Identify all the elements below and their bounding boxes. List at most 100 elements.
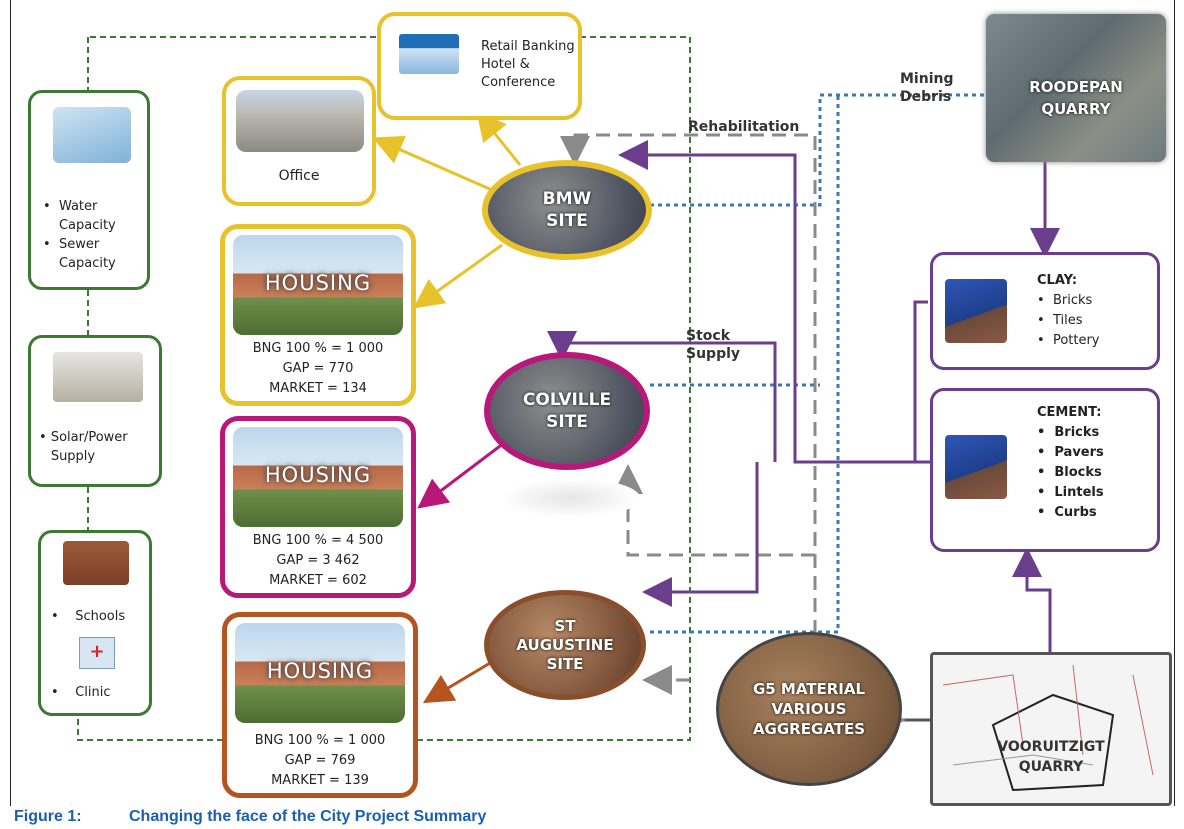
figure-number: Figure 1: [14,808,82,825]
colville-site-label-2: SITE [546,412,588,432]
power-plant-icon [53,352,143,402]
clay-box: CLAY: • Bricks • Tiles • Pottery [930,252,1160,370]
school-icon [63,541,129,585]
housing-staugustine-label: HOUSING [266,659,374,683]
office-box: Office [222,76,376,206]
water-list: • Water Capacity • Sewer Capacity [43,197,127,273]
power-list: • Solar/Power Supply [39,428,151,466]
st-augustine-site: ST AUGUSTINE SITE [484,590,646,700]
figure-frame [10,0,1175,806]
g5-material-label-1: G5 MATERIAL [752,680,866,698]
stock-supply-line-staugustine [642,462,759,607]
schools-item: • Schools [51,609,126,624]
st-augustine-label-2: AUGUSTINE [516,635,614,654]
rehabilitation-label: Rehabilitation [688,119,800,135]
rehabilitation-line [560,133,817,700]
stock-supply-line-colville [547,331,777,462]
housing-bmw-label: HOUSING [264,271,372,295]
bmw-site-label-1: BMW [542,189,592,209]
clinic-item: • Clinic [51,685,111,700]
housing-colville-gap: GAP = 3 462 [276,553,360,568]
bmw-to-retail-arrow [476,110,522,166]
mining-debris-line [650,93,1002,207]
cement-item-lintels: • Lintels [1037,485,1104,500]
retail-box: Retail Banking Hotel & Conference [377,12,582,120]
roodepan-label-1: ROODEPAN [1029,78,1123,96]
st-augustine-label-3: SITE [546,654,584,673]
water-sewer-box: • Water Capacity • Sewer Capacity [28,90,150,290]
housing-bmw-stats: BNG 100 % = 1 000 GAP = 770 MARKET = 134 [225,339,411,399]
vooruitzigt-quarry: VOORUITZIGT QUARRY [930,652,1172,806]
cement-item-bricks: • Bricks [1037,425,1100,440]
g5-material-label-3: AGGREGATES [752,720,866,738]
housing-bmw-bng: BNG 100 % = 1 000 [252,341,384,356]
retail-building-icon [399,34,459,74]
housing-staugustine-bng: BNG 100 % = 1 000 [254,733,386,748]
housing-staugustine-box: HOUSING BNG 100 % = 1 000 GAP = 769 MARK… [222,612,418,798]
housing-bmw-box: HOUSING BNG 100 % = 1 000 GAP = 770 MARK… [220,224,416,406]
housing-colville-market: MARKET = 602 [269,573,367,588]
water-item: • Water Capacity [43,199,116,233]
vooruitzigt-label-1: VOORUITZIGT [997,739,1105,755]
vooruitzigt-map [942,664,1154,792]
colville-site: COLVILLE SITE [484,352,650,470]
bmw-to-housing-arrow [413,243,503,309]
colville-site-label-1: COLVILLE [522,390,612,410]
housing-bmw-market: MARKET = 134 [269,381,367,396]
sewer-item: • Sewer Capacity [43,237,116,271]
cement-box: CEMENT: • Bricks • Pavers • Blocks • Lin… [930,388,1160,552]
retail-label: Retail Banking Hotel & Conference [481,39,575,90]
clay-item-tiles: • Tiles [1037,313,1083,328]
clay-title: CLAY: [1037,273,1078,288]
g5-material-node: G5 MATERIAL VARIOUS AGGREGATES [716,632,902,786]
housing-colville-stats: BNG 100 % = 4 500 GAP = 3 462 MARKET = 6… [225,531,411,591]
power-item: • Solar/Power Supply [39,430,128,464]
mining-debris-label: Mining Debris [900,71,954,105]
housing-colville-label: HOUSING [264,463,372,487]
colville-to-housing-arrow [417,438,509,509]
cement-item-curbs: • Curbs [1037,505,1097,520]
clay-list: CLAY: • Bricks • Tiles • Pottery [1037,271,1100,351]
bmw-to-office-arrow [372,135,493,192]
housing-staugustine-stats: BNG 100 % = 1 000 GAP = 769 MARKET = 139 [227,731,413,791]
g5-material-label-2: VARIOUS [771,700,847,718]
st-augustine-label-1: ST [554,616,576,635]
clinic-icon: + [79,637,115,669]
stock-supply-line [618,140,915,464]
water-icon [53,107,131,163]
colville-site-shadow [500,478,640,518]
bmw-site: BMW SITE [482,160,652,260]
vooruitzigt-to-cement-arrow [1012,547,1052,660]
stock-supply-label: Stock Supply [686,328,741,362]
schools-clinic-box: • Schools + • Clinic [38,530,152,716]
cement-item-blocks: • Blocks [1037,465,1102,480]
roodepan-label-2: QUARRY [1041,100,1111,118]
bmw-site-label-2: SITE [546,211,588,231]
housing-colville-bng: BNG 100 % = 4 500 [252,533,384,548]
housing-staugustine-photo: HOUSING [235,623,405,723]
housing-staugustine-gap: GAP = 769 [284,753,356,768]
housing-bmw-photo: HOUSING [233,235,403,335]
cement-machine-icon [945,435,1007,499]
housing-staugustine-market: MARKET = 139 [271,773,369,788]
cement-item-pavers: • Pavers [1037,445,1104,460]
housing-bmw-gap: GAP = 770 [282,361,354,376]
rehabilitation-line-colville [613,464,815,557]
figure-caption: Figure 1: Changing the face of the City P… [14,808,486,826]
power-box: • Solar/Power Supply [28,335,162,487]
clay-item-bricks: • Bricks [1037,293,1093,308]
clay-machine-icon [945,279,1007,343]
roodepan-quarry: ROODEPAN QUARRY [986,14,1166,162]
cement-list: CEMENT: • Bricks • Pavers • Blocks • Lin… [1037,403,1104,523]
vooruitzigt-label-2: QUARRY [1018,759,1084,775]
office-photo [236,90,364,152]
mining-debris-line-staugustine [650,95,840,634]
stock-supply-line-clay [913,300,928,462]
cement-title: CEMENT: [1037,405,1102,420]
clay-item-pottery: • Pottery [1037,333,1100,348]
figure-title: Changing the face of the City Project Su… [129,808,487,825]
housing-colville-photo: HOUSING [233,427,403,527]
office-label: Office [278,168,320,184]
housing-colville-box: HOUSING BNG 100 % = 4 500 GAP = 3 462 MA… [220,416,416,598]
